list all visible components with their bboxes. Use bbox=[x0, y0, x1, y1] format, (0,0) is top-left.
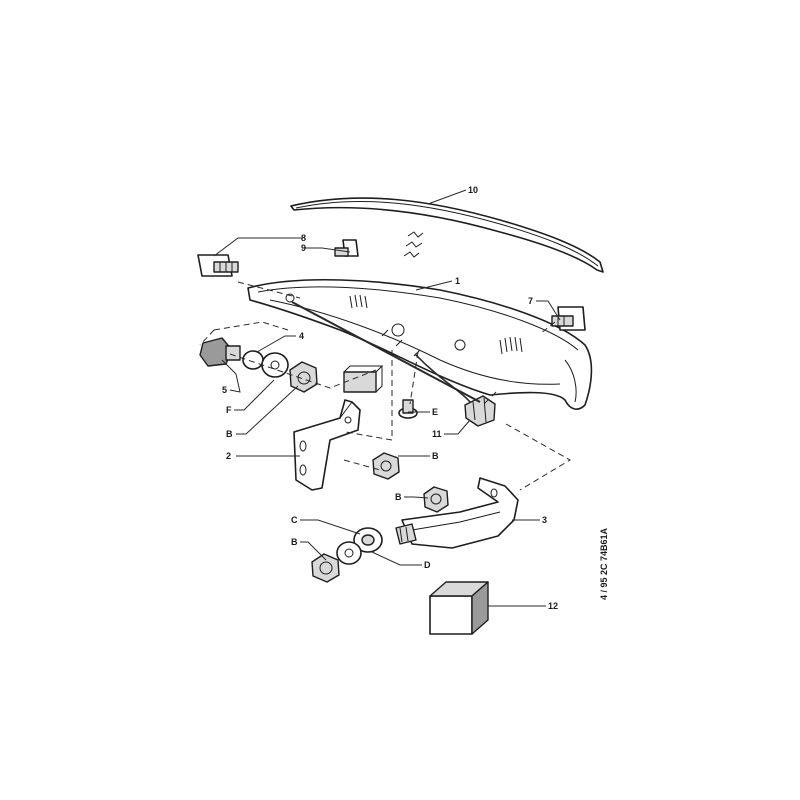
callout-B-middle: B bbox=[432, 451, 439, 461]
reference-code: 4 / 95 2C 74B61A bbox=[599, 527, 609, 600]
fastener-part-7 bbox=[551, 306, 586, 331]
nut-B-middle bbox=[372, 452, 400, 480]
callout-8: 8 bbox=[301, 233, 306, 243]
callout-2: 2 bbox=[226, 451, 231, 461]
callout-B-upper-right: B bbox=[395, 492, 402, 502]
fastener-part-8 bbox=[197, 254, 239, 277]
kit-box-part-12 bbox=[429, 581, 489, 635]
bracket-part-3 bbox=[395, 477, 519, 549]
bracket-part-2 bbox=[293, 399, 361, 491]
callout-B-lower: B bbox=[291, 537, 298, 547]
clip-part-9 bbox=[334, 239, 359, 257]
clip-part-11 bbox=[464, 395, 496, 427]
callout-11: 11 bbox=[432, 429, 442, 439]
nut-B-upper-right bbox=[423, 486, 449, 513]
callout-B-left: B bbox=[226, 429, 233, 439]
seal-strip-part-10 bbox=[290, 197, 604, 273]
callout-D: D bbox=[424, 560, 431, 570]
callout-4: 4 bbox=[299, 331, 304, 341]
callout-1: 1 bbox=[455, 276, 460, 286]
assembly-lines bbox=[199, 281, 571, 491]
callout-3: 3 bbox=[542, 515, 547, 525]
callout-12: 12 bbox=[548, 601, 558, 611]
spring-clips bbox=[403, 231, 424, 258]
rubber-block bbox=[343, 365, 384, 393]
callout-labels: 10 8 9 1 7 4 5 F E B 11 2 B B 3 C B D 12 bbox=[222, 185, 558, 611]
callout-7: 7 bbox=[528, 296, 533, 306]
bolt-part-E bbox=[398, 399, 418, 419]
hardware-stack-left bbox=[199, 337, 318, 393]
callout-E: E bbox=[432, 407, 438, 417]
callout-9: 9 bbox=[301, 243, 306, 253]
leader-lines bbox=[213, 189, 561, 607]
hardware-stack-lower bbox=[311, 527, 383, 583]
callout-5: 5 bbox=[222, 385, 227, 395]
callout-C: C bbox=[291, 515, 298, 525]
callout-10: 10 bbox=[468, 185, 478, 195]
callout-F: F bbox=[226, 405, 232, 415]
